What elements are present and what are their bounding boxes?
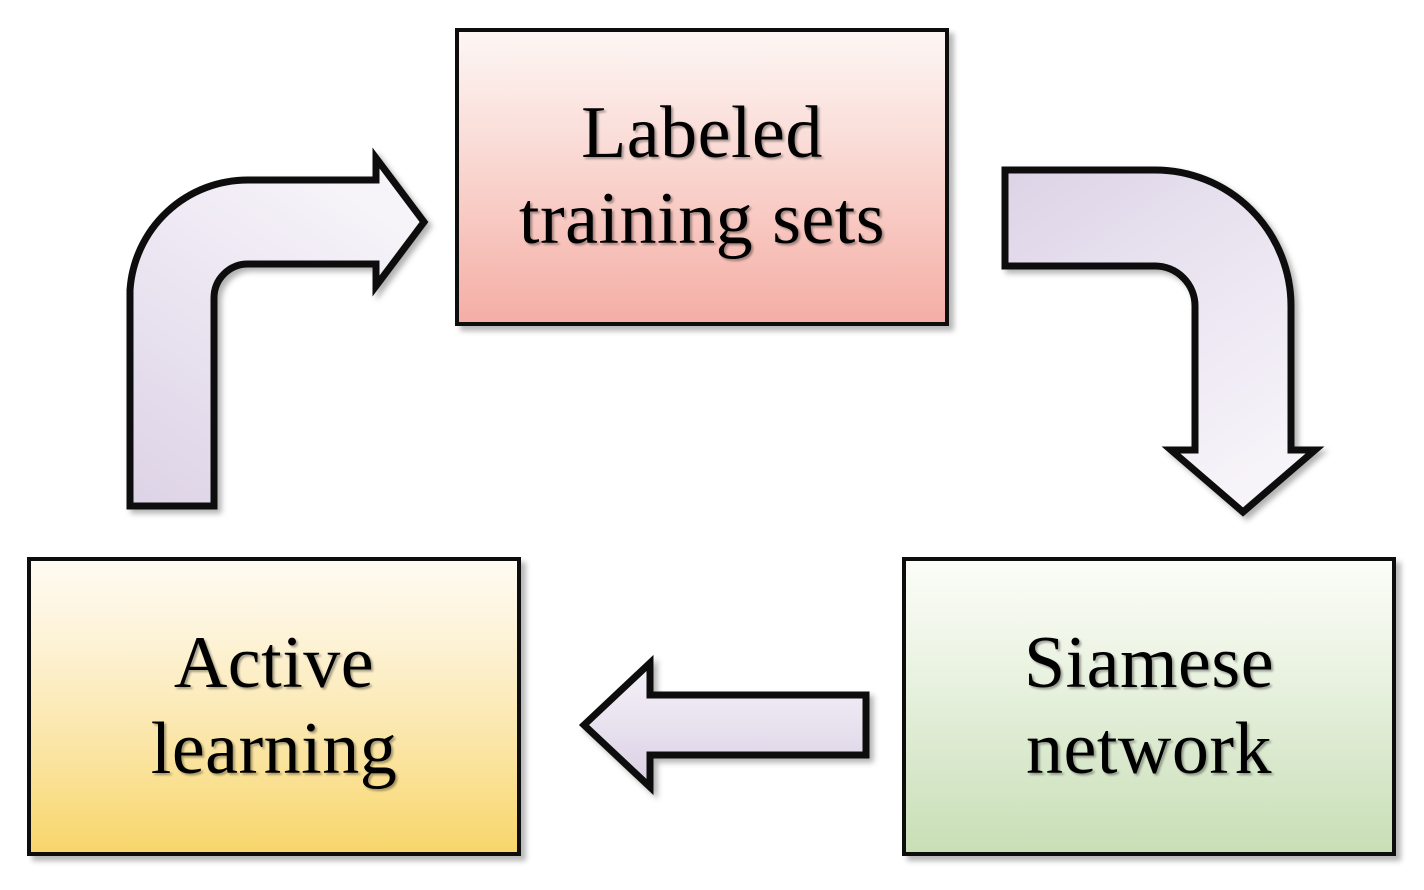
node-label-labeled-training-sets: Labeled training sets <box>518 92 886 260</box>
arrow-siamese-network-to-active-learning-icon <box>578 654 870 796</box>
node-label-siamese-network: Siamese network <box>1023 621 1275 790</box>
node-siamese-network[interactable]: Siamese network <box>902 557 1396 856</box>
node-label-active-learning: Active learning <box>150 621 398 790</box>
node-labeled-training-sets[interactable]: Labeled training sets <box>455 28 949 326</box>
arrow-labeled-training-sets-to-siamese-network-icon <box>1001 166 1325 517</box>
node-active-learning[interactable]: Active learning <box>27 557 521 856</box>
arrow-active-learning-to-labeled-training-sets-icon <box>126 147 429 510</box>
